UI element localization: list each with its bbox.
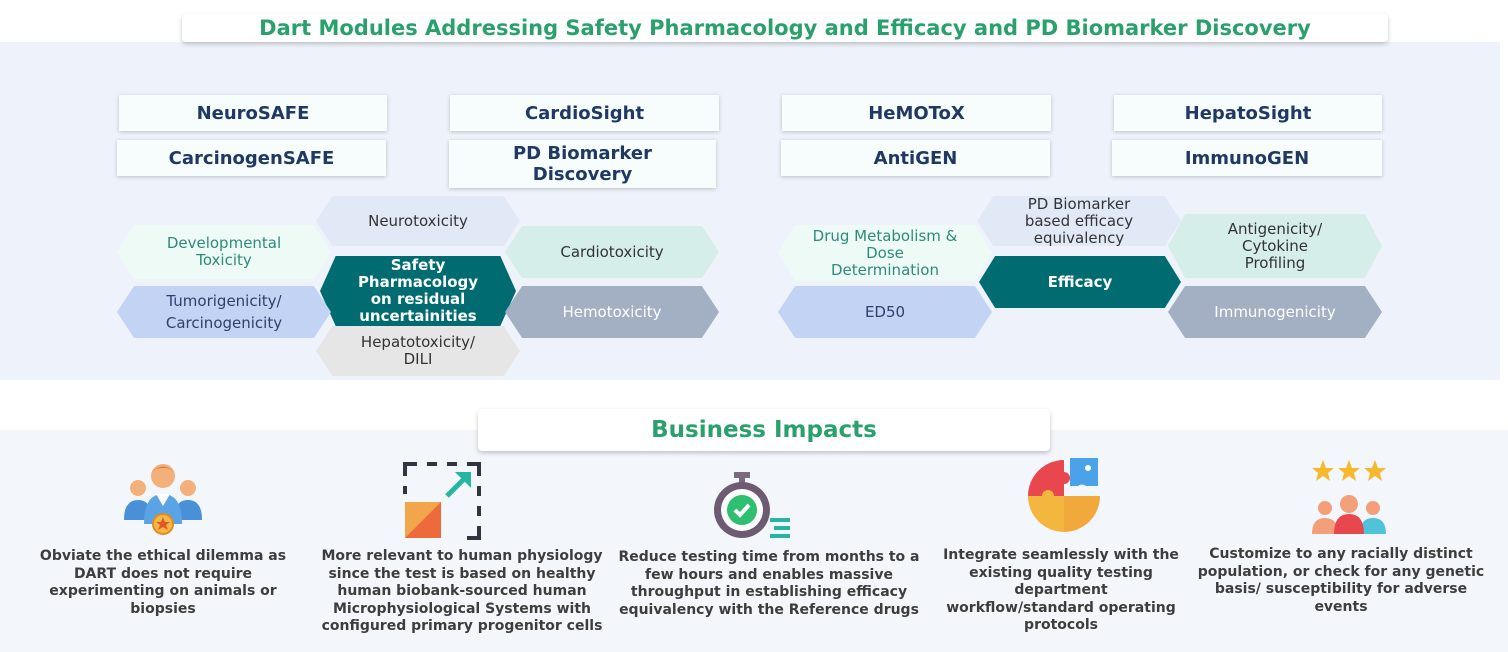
hex-pd-biomarker-efficacy: PD Biomarker based efficacy equivalency	[977, 196, 1181, 246]
impact-physiology-text: More relevant to human physiology since …	[321, 548, 603, 634]
module-cardiosight: CardioSight	[450, 95, 719, 131]
module-carcinogensafe: CarcinogenSAFE	[117, 140, 386, 176]
impact-ethical-text: Obviate the ethical dilemma as DART does…	[39, 548, 287, 617]
puzzle-icon	[1028, 458, 1100, 532]
safety-pharmacology-center: Safety Pharmacology on residual uncertai…	[320, 256, 516, 326]
stopwatch-icon	[714, 472, 790, 538]
hex-immunogenicity: Immunogenicity	[1168, 286, 1382, 338]
hex-antigenicity: Antigenicity/ Cytokine Profiling	[1168, 214, 1382, 278]
business-impacts-title: Business Impacts	[478, 409, 1050, 451]
hex-tumorigenicity: Tumorigenicity/ Carcinogenicity	[117, 286, 331, 338]
hex-hepatotoxicity: Hepatotoxicity/ DILI	[316, 326, 520, 376]
efficacy-center: Efficacy	[979, 256, 1181, 308]
impact-customize-text: Customize to any racially distinct popul…	[1197, 546, 1485, 615]
module-pd-biomarker-discovery: PD Biomarker Discovery	[449, 140, 716, 188]
hex-developmental-toxicity: Developmental Toxicity	[117, 225, 331, 279]
module-neurosafe: NeuroSAFE	[119, 95, 387, 131]
impacts-background	[0, 430, 1508, 652]
hex-hemotoxicity: Hemotoxicity	[505, 286, 719, 338]
module-hepatosight: HepatoSight	[1114, 95, 1382, 131]
impact-integration-text: Integrate seamlessly with the existing q…	[943, 547, 1179, 633]
hex-drug-metabolism: Drug Metabolism & Dose Determination	[778, 225, 992, 281]
module-antigen: AntiGEN	[781, 140, 1050, 176]
impact-testing-time-text: Reduce testing time from months to a few…	[618, 549, 920, 618]
expand-arrow-icon	[403, 462, 481, 540]
page-title: Dart Modules Addressing Safety Pharmacol…	[182, 14, 1388, 42]
rated-people-icon	[1312, 460, 1386, 534]
hex-ed50: ED50	[778, 286, 992, 338]
module-immunogen: ImmunoGEN	[1112, 140, 1382, 176]
people-award-icon	[124, 464, 202, 535]
hex-cardiotoxicity: Cardiotoxicity	[505, 226, 719, 278]
module-hemotox: HeMOToX	[782, 95, 1051, 131]
hex-neurotoxicity: Neurotoxicity	[316, 196, 520, 246]
